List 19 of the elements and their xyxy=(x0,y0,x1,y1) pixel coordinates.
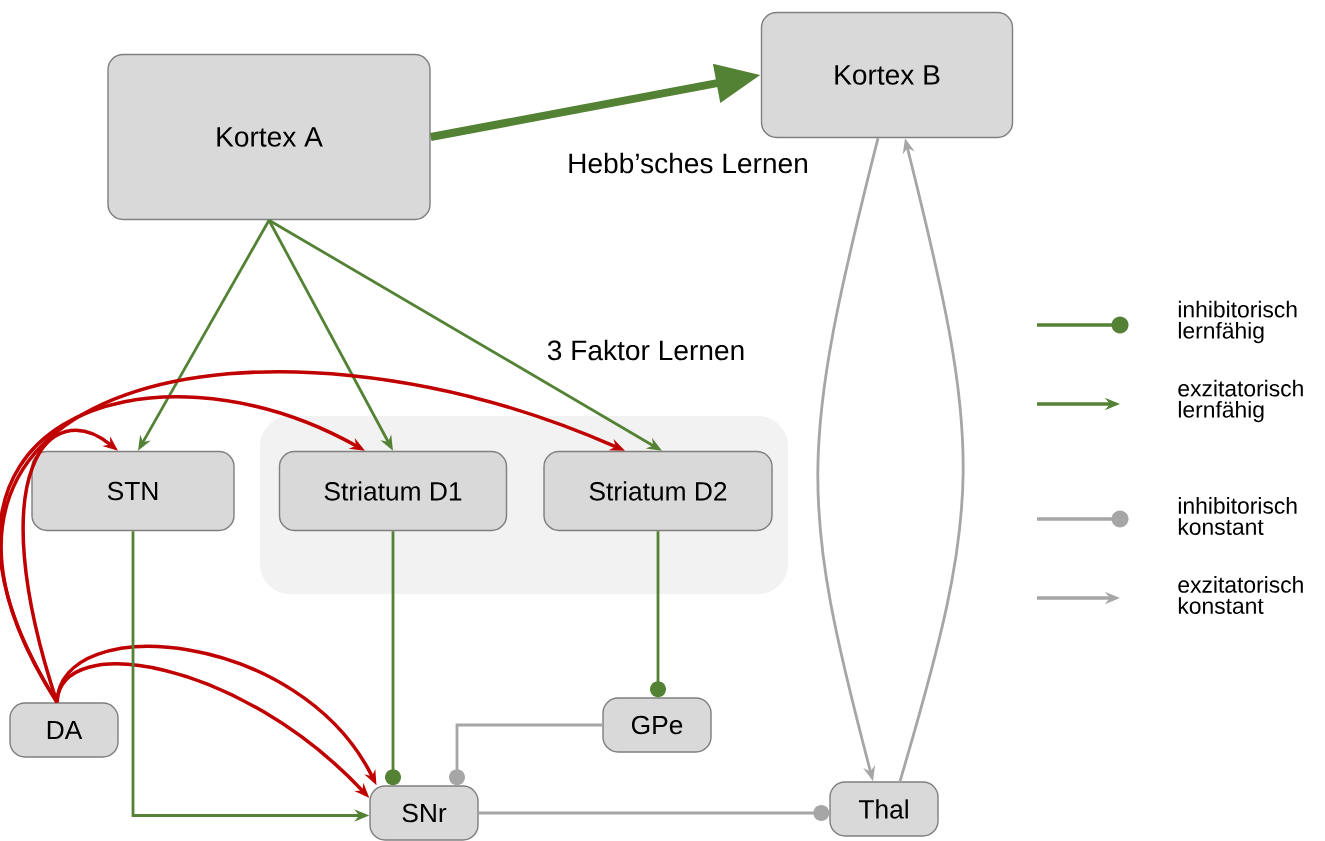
process-box: SNr xyxy=(369,785,479,841)
annotation-text: 3 Faktor Lernen xyxy=(547,339,744,361)
inhibitory-connector xyxy=(385,531,401,786)
legend-text: exzitatorisch konstant xyxy=(1178,576,1303,614)
process-box: Striatum D1 xyxy=(278,450,508,532)
process-box: DA xyxy=(9,702,119,758)
process-box: STN xyxy=(31,450,235,532)
legend-text: inhibitorisch lernfähig xyxy=(1178,300,1297,344)
inhibitory-connector xyxy=(449,723,603,786)
process-box: Striatum D2 xyxy=(543,450,773,532)
process-box: GPe xyxy=(602,697,712,753)
legend-text: exzitatorisch lernfähig xyxy=(1178,379,1303,423)
inhibitory-connector xyxy=(650,531,666,698)
inhibitory-connector xyxy=(478,805,830,821)
annotation-text: Hebb’sches Lernen xyxy=(569,152,807,174)
process-box: Thal xyxy=(829,781,939,837)
legend-text: inhibitorisch konstant xyxy=(1178,497,1297,535)
process-box: Kortex B xyxy=(760,11,1014,139)
process-box: Kortex A xyxy=(107,53,431,221)
